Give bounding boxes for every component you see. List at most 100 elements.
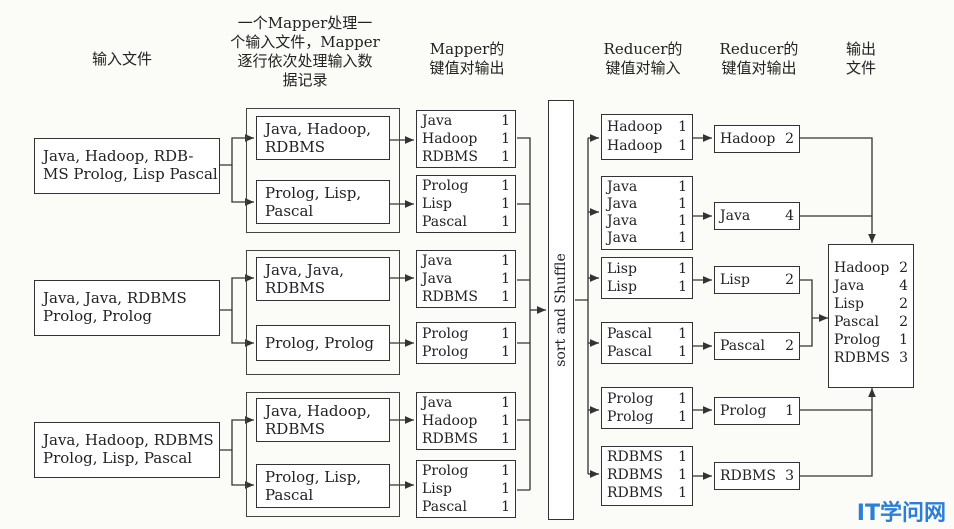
reducer-output-4: Pascal 2 xyxy=(714,332,800,360)
kv-key: Lisp xyxy=(607,279,637,295)
input-file-text: Java, Java, RDBMS Prolog, Prolog xyxy=(43,289,187,325)
kv-key: RDBMS xyxy=(607,467,663,483)
kv-key: Lisp xyxy=(720,272,750,288)
kv-value: 2 xyxy=(785,131,794,147)
record-box: Prolog, Lisp, Pascal xyxy=(256,464,390,508)
kv-value: 4 xyxy=(899,278,908,294)
kv-value: 1 xyxy=(678,449,687,465)
kv-key: Pascal xyxy=(720,338,765,354)
kv-value: 1 xyxy=(678,213,687,229)
kv-key: RDBMS xyxy=(422,289,478,305)
kv-key: Hadoop xyxy=(834,260,890,276)
record-box: Prolog, Lisp, Pascal xyxy=(256,180,390,224)
header-mapper-process: 一个Mapper处理一 个输入文件，Mapper 逐行依次处理输入数 据记录 xyxy=(230,14,380,89)
kv-key: Java xyxy=(720,208,751,224)
kv-value: 2 xyxy=(785,338,794,354)
kv-value: 1 xyxy=(501,178,510,194)
kv-value: 1 xyxy=(501,196,510,212)
kv-key: Java xyxy=(607,230,638,246)
kv-key: Prolog xyxy=(422,326,469,342)
kv-key: Lisp xyxy=(607,261,637,277)
kv-value: 1 xyxy=(501,344,510,360)
kv-value: 1 xyxy=(678,196,687,212)
record-box: Java, Hadoop, RDBMS xyxy=(256,398,390,442)
record-text: Java, Java, RDBMS xyxy=(265,261,345,297)
kv-key: RDBMS xyxy=(607,485,663,501)
kv-key: Prolog xyxy=(834,332,881,348)
kv-key: Hadoop xyxy=(422,131,478,147)
header-reducer-output: Reducer的 键值对输出 xyxy=(719,40,799,77)
kv-key: Pascal xyxy=(834,314,879,330)
kv-value: 1 xyxy=(678,485,687,501)
sort-shuffle-label-wrap: sort and Shuffle xyxy=(548,100,574,520)
kv-key: RDBMS xyxy=(422,431,478,447)
record-text: Prolog, Lisp, Pascal xyxy=(265,468,362,504)
kv-key: Java xyxy=(834,278,865,294)
kv-value: 1 xyxy=(678,409,687,425)
kv-value: 1 xyxy=(678,344,687,360)
reducer-input-3: Lisp 1 Lisp 1 xyxy=(601,257,693,299)
kv-key: Prolog xyxy=(720,403,767,419)
kv-value: 3 xyxy=(899,350,908,366)
kv-value: 1 xyxy=(678,467,687,483)
kv-value: 1 xyxy=(501,395,510,411)
kv-key: Hadoop xyxy=(422,413,478,429)
kv-value: 1 xyxy=(501,463,510,479)
kv-key: Java xyxy=(607,179,638,195)
kv-key: RDBMS xyxy=(422,149,478,165)
mapper-output-4: Prolog 1 Prolog 1 xyxy=(416,322,516,364)
reducer-input-6: RDBMS 1 RDBMS 1 RDBMS 1 xyxy=(601,446,693,506)
kv-value: 1 xyxy=(501,499,510,515)
input-file-2: Java, Java, RDBMS Prolog, Prolog xyxy=(34,280,220,336)
kv-key: RDBMS xyxy=(720,468,776,484)
mapper-frame-1 xyxy=(246,108,400,233)
kv-key: Hadoop xyxy=(607,138,663,154)
kv-value: 1 xyxy=(678,391,687,407)
record-text: Prolog, Prolog xyxy=(265,334,374,352)
kv-key: Hadoop xyxy=(720,131,776,147)
kv-key: Prolog xyxy=(422,463,469,479)
kv-value: 1 xyxy=(501,289,510,305)
kv-key: Java xyxy=(422,271,453,287)
kv-key: Java xyxy=(422,395,453,411)
record-box: Prolog, Prolog xyxy=(256,325,390,361)
reducer-output-5: Prolog 1 xyxy=(714,397,800,425)
mapper-frame-3 xyxy=(246,392,400,517)
kv-key: Java xyxy=(422,113,453,129)
kv-key: Hadoop xyxy=(607,119,663,135)
kv-key: Prolog xyxy=(607,409,654,425)
kv-key: Lisp xyxy=(834,296,864,312)
reducer-output-6: RDBMS 3 xyxy=(714,462,800,490)
kv-key: Pascal xyxy=(422,214,467,230)
kv-value: 1 xyxy=(785,403,794,419)
kv-value: 1 xyxy=(678,326,687,342)
kv-value: 1 xyxy=(678,261,687,277)
kv-value: 1 xyxy=(678,279,687,295)
kv-value: 2 xyxy=(899,314,908,330)
kv-key: Pascal xyxy=(607,326,652,342)
kv-value: 1 xyxy=(501,326,510,342)
kv-key: Java xyxy=(607,213,638,229)
kv-value: 3 xyxy=(785,468,794,484)
record-text: Java, Hadoop, RDBMS xyxy=(265,402,371,438)
kv-key: Lisp xyxy=(422,196,452,212)
kv-key: RDBMS xyxy=(607,449,663,465)
kv-value: 1 xyxy=(501,214,510,230)
kv-key: Prolog xyxy=(422,344,469,360)
sort-shuffle-stage xyxy=(548,100,574,520)
input-file-text: Java, Hadoop, RDBMS Prolog, Lisp, Pascal xyxy=(43,431,214,467)
kv-value: 2 xyxy=(899,260,908,276)
record-text: Java, Hadoop, RDBMS xyxy=(265,120,371,156)
